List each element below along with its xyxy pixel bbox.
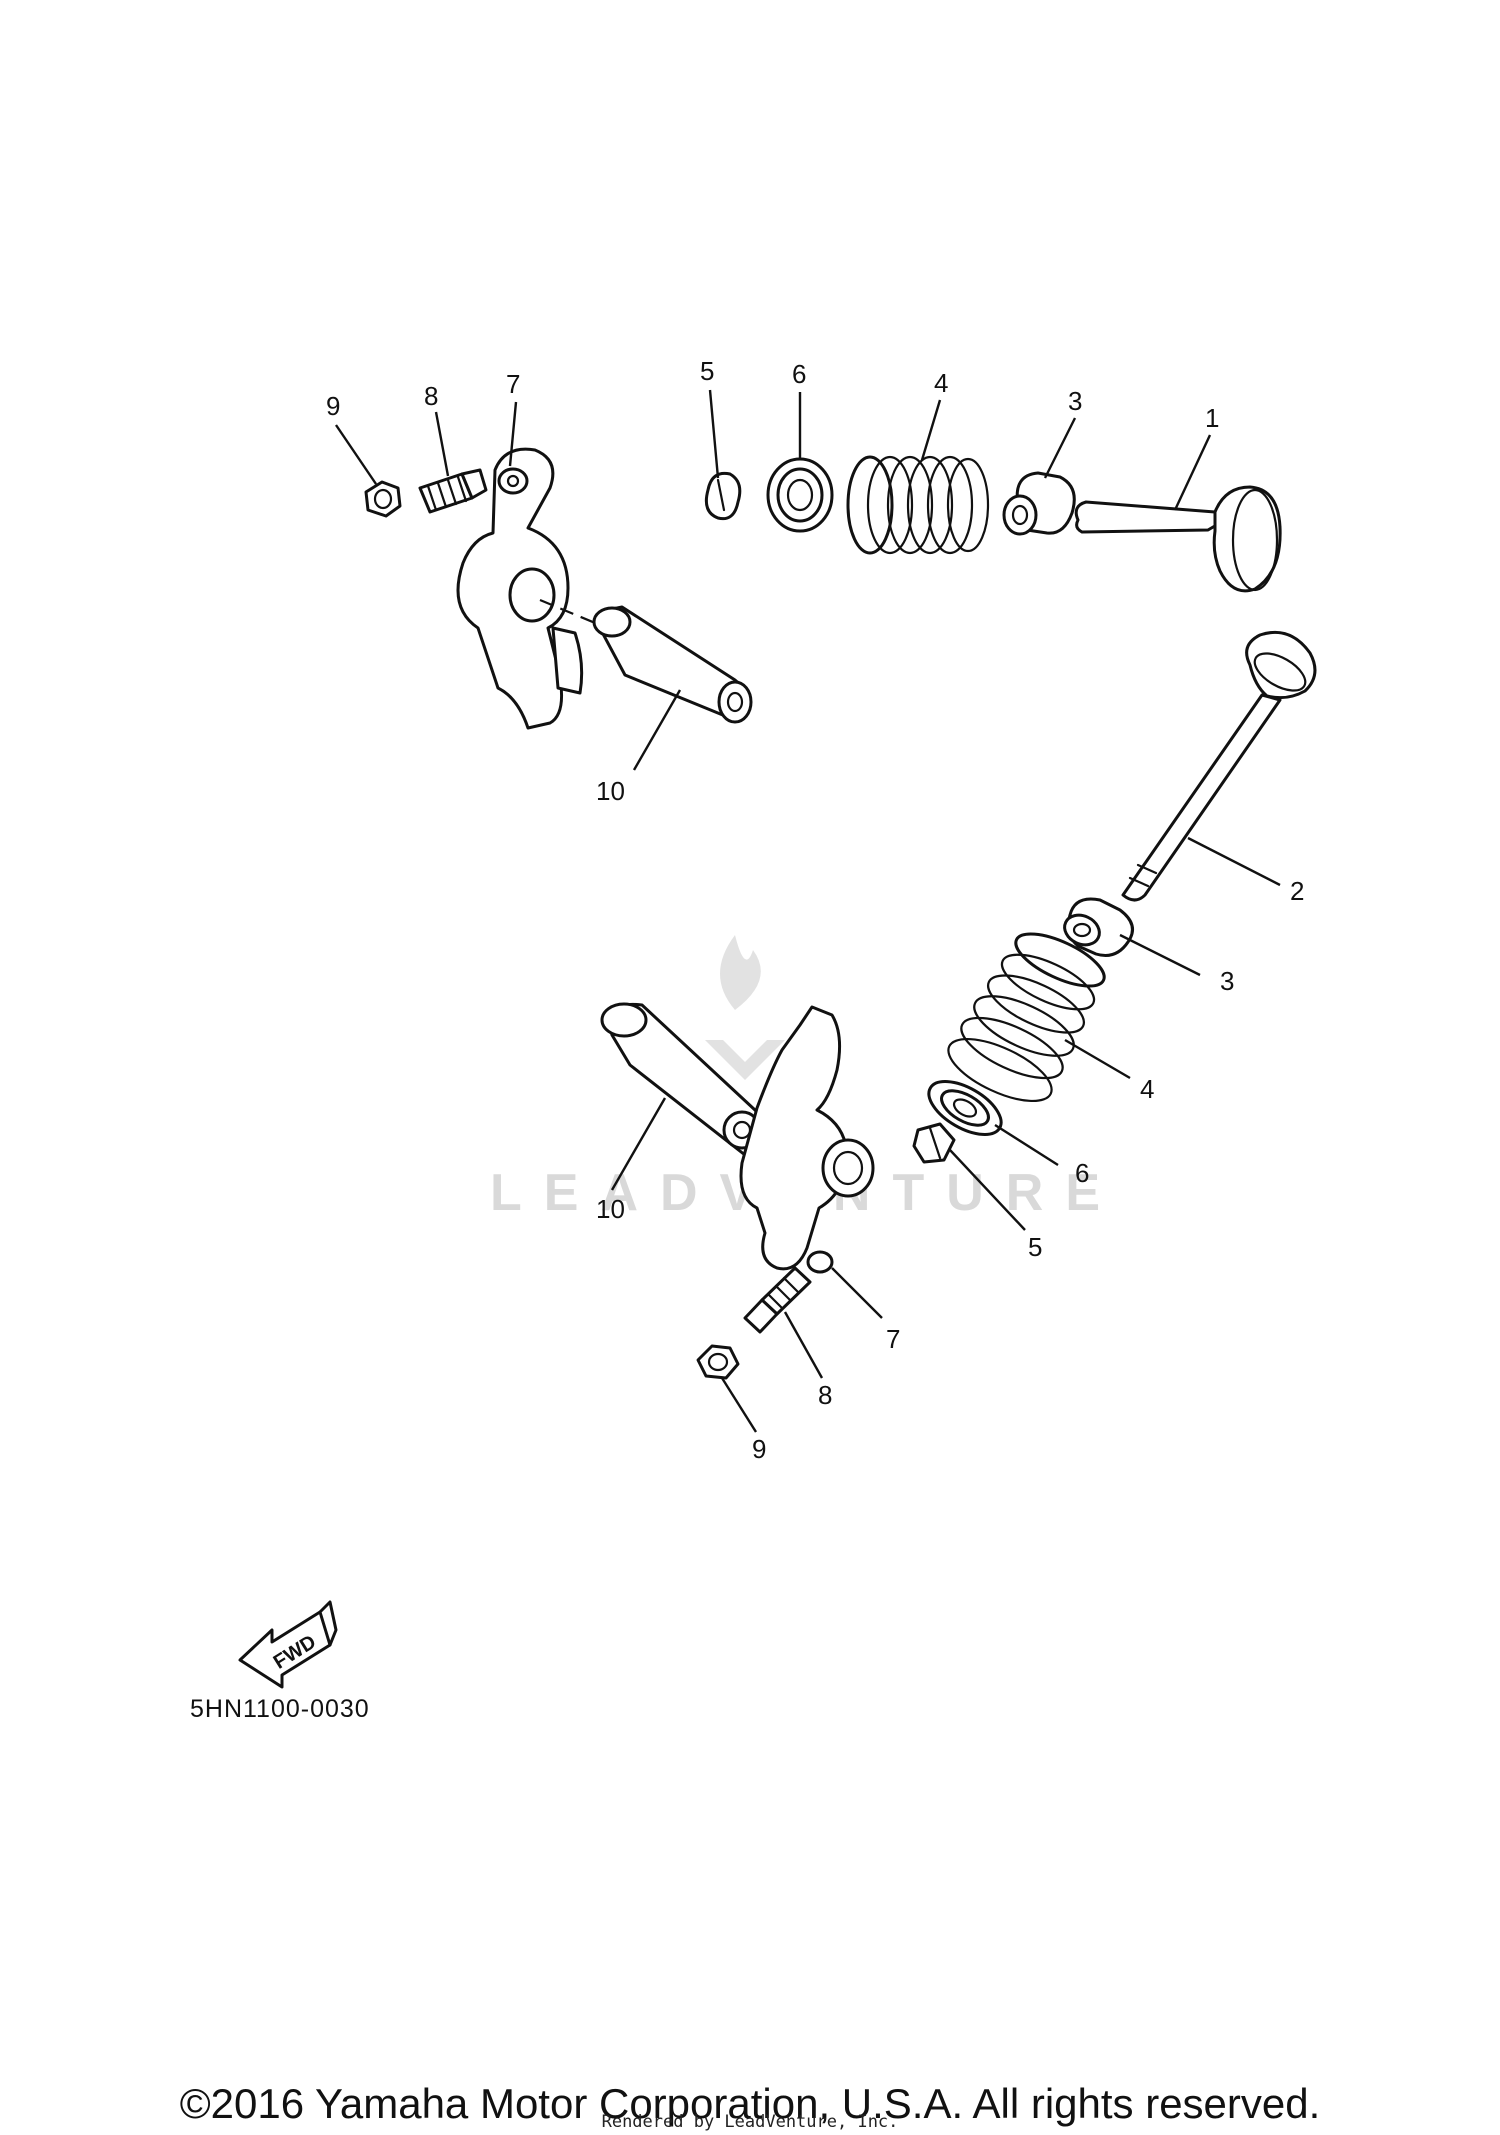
callout-7-lower: 7 bbox=[886, 1324, 900, 1354]
leader-1 bbox=[1173, 434, 1212, 511]
part-nut-upper bbox=[364, 480, 402, 518]
leader-3-lower bbox=[1119, 933, 1201, 977]
callout-4-upper: 4 bbox=[934, 368, 948, 398]
leader-10-upper bbox=[632, 689, 682, 771]
leader-9-upper bbox=[335, 424, 377, 485]
callout-8-lower: 8 bbox=[818, 1380, 832, 1410]
leader-9-lower bbox=[720, 1377, 758, 1433]
callout-9-upper: 9 bbox=[326, 391, 340, 421]
part-valve-spring-lower bbox=[947, 932, 1106, 1103]
part-spring-retainer-upper bbox=[766, 457, 834, 533]
leader-8-lower bbox=[783, 1311, 824, 1379]
leader-7-lower bbox=[831, 1267, 883, 1319]
part-rocker-shaft-lower bbox=[600, 1002, 767, 1157]
callout-5-upper: 5 bbox=[700, 356, 714, 386]
part-stem-seal-lower bbox=[1063, 897, 1134, 957]
diagram-code: 5HN1100-0030 bbox=[190, 1695, 370, 1723]
part-adjust-screw-lower bbox=[743, 1266, 812, 1334]
copyright-notice: ©2016 Yamaha Motor Corporation, U.S.A. A… bbox=[179, 2080, 1321, 2127]
leader-8-upper bbox=[434, 411, 450, 477]
part-rocker-shaft-upper bbox=[539, 598, 753, 724]
leader-4-upper bbox=[920, 399, 942, 461]
leader-6-lower bbox=[994, 1123, 1059, 1167]
part-stem-seal-upper bbox=[1002, 471, 1076, 536]
callout-5-lower: 5 bbox=[1028, 1232, 1042, 1262]
callout-7-upper: 7 bbox=[506, 369, 520, 399]
part-valve-cotter-upper bbox=[704, 471, 742, 521]
leader-4-lower bbox=[1064, 1038, 1131, 1080]
callout-10-upper: 10 bbox=[596, 776, 625, 806]
rendered-by-notice: Rendered by LeadVenture, Inc. bbox=[601, 2112, 899, 2132]
callout-3-lower: 3 bbox=[1220, 966, 1234, 996]
leader-10-lower bbox=[610, 1097, 667, 1191]
part-valve-spring-upper bbox=[846, 455, 990, 555]
part-valve-intake bbox=[1074, 485, 1282, 593]
fwd-arrow-icon: FWD bbox=[238, 1600, 338, 1689]
leader-5-upper bbox=[708, 389, 720, 479]
callout-10-lower: 10 bbox=[596, 1194, 625, 1224]
callout-3-upper: 3 bbox=[1068, 386, 1082, 416]
callout-1: 1 bbox=[1205, 403, 1219, 433]
part-adjust-screw-upper bbox=[418, 468, 488, 514]
leader-2 bbox=[1187, 836, 1281, 887]
part-rocker-arm-lower bbox=[739, 1005, 875, 1274]
leader-3-upper bbox=[1043, 417, 1077, 479]
part-valve-cotter-lower bbox=[912, 1122, 956, 1164]
leader-7-upper bbox=[508, 401, 518, 467]
part-rocker-arm-upper bbox=[456, 447, 584, 730]
callout-4-lower: 4 bbox=[1140, 1074, 1154, 1104]
callout-6-lower: 6 bbox=[1075, 1158, 1089, 1188]
callout-8-upper: 8 bbox=[424, 381, 438, 411]
leader-5-lower bbox=[949, 1149, 1026, 1231]
part-valve-exhaust bbox=[1121, 630, 1317, 902]
part-spring-retainer-lower bbox=[927, 1080, 1003, 1136]
callout-6-upper: 6 bbox=[792, 359, 806, 389]
part-nut-lower bbox=[696, 1344, 740, 1380]
callout-2: 2 bbox=[1290, 876, 1304, 906]
callout-9-lower: 9 bbox=[752, 1434, 766, 1464]
